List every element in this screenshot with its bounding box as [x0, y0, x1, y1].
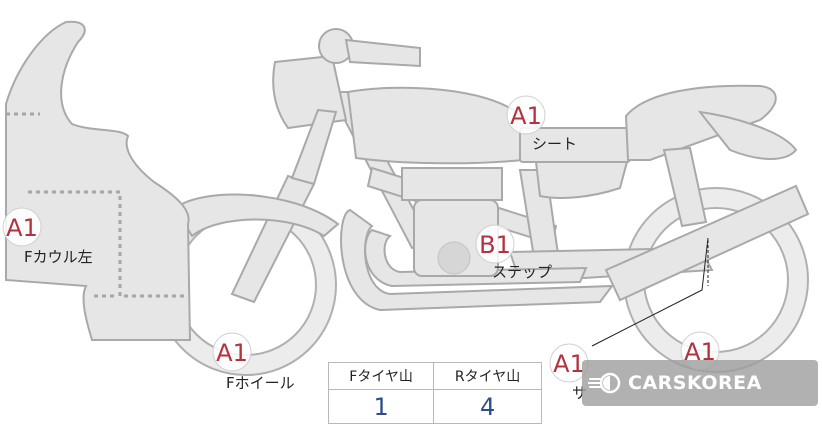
badge-f-wheel[interactable]: A1: [212, 332, 252, 372]
badge-cowl-grade: A1: [6, 214, 38, 242]
value-rear-tread: 4: [433, 389, 541, 423]
label-seat: シート: [532, 135, 577, 153]
carskorea-brand-text: CARSKOREA: [628, 372, 762, 394]
front-fender[interactable]: [174, 193, 340, 238]
carskorea-logo-icon: [582, 360, 628, 406]
seat[interactable]: [519, 84, 777, 163]
label-step: ステップ: [492, 263, 552, 281]
leader-line: [591, 237, 709, 347]
badge-side[interactable]: A1: [549, 343, 589, 383]
side-cover[interactable]: [534, 156, 630, 199]
front-cowl-panel-lines: [6, 112, 188, 298]
tire-tread-table: Fタイヤ山 Rタイヤ山 1 4: [328, 362, 542, 424]
badge-f-wheel-grade: A1: [216, 339, 248, 367]
rear-shock[interactable]: [662, 146, 708, 228]
badge-tank-grade: A1: [510, 102, 542, 130]
label-f-cowl-left: Fカウル左: [24, 248, 93, 266]
handlebar[interactable]: [318, 28, 421, 68]
rear-fender[interactable]: [697, 110, 798, 160]
label-f-wheel: Fホイール: [226, 374, 295, 392]
badge-side-grade: A1: [553, 350, 585, 378]
badge-step-grade: B1: [479, 231, 511, 259]
header-rear-tread: Rタイヤ山: [433, 363, 541, 390]
header-front-tread: Fタイヤ山: [329, 363, 434, 390]
front-cowl[interactable]: [5, 20, 192, 341]
engine[interactable]: [401, 167, 503, 277]
front-fork-upper: [290, 108, 338, 186]
badge-step[interactable]: B1: [475, 224, 515, 264]
value-front-tread: 1: [373, 392, 389, 421]
badge-cowl[interactable]: A1: [2, 207, 42, 247]
badge-tank[interactable]: A1: [506, 95, 546, 135]
carskorea-watermark: CARSKOREA: [582, 360, 818, 406]
